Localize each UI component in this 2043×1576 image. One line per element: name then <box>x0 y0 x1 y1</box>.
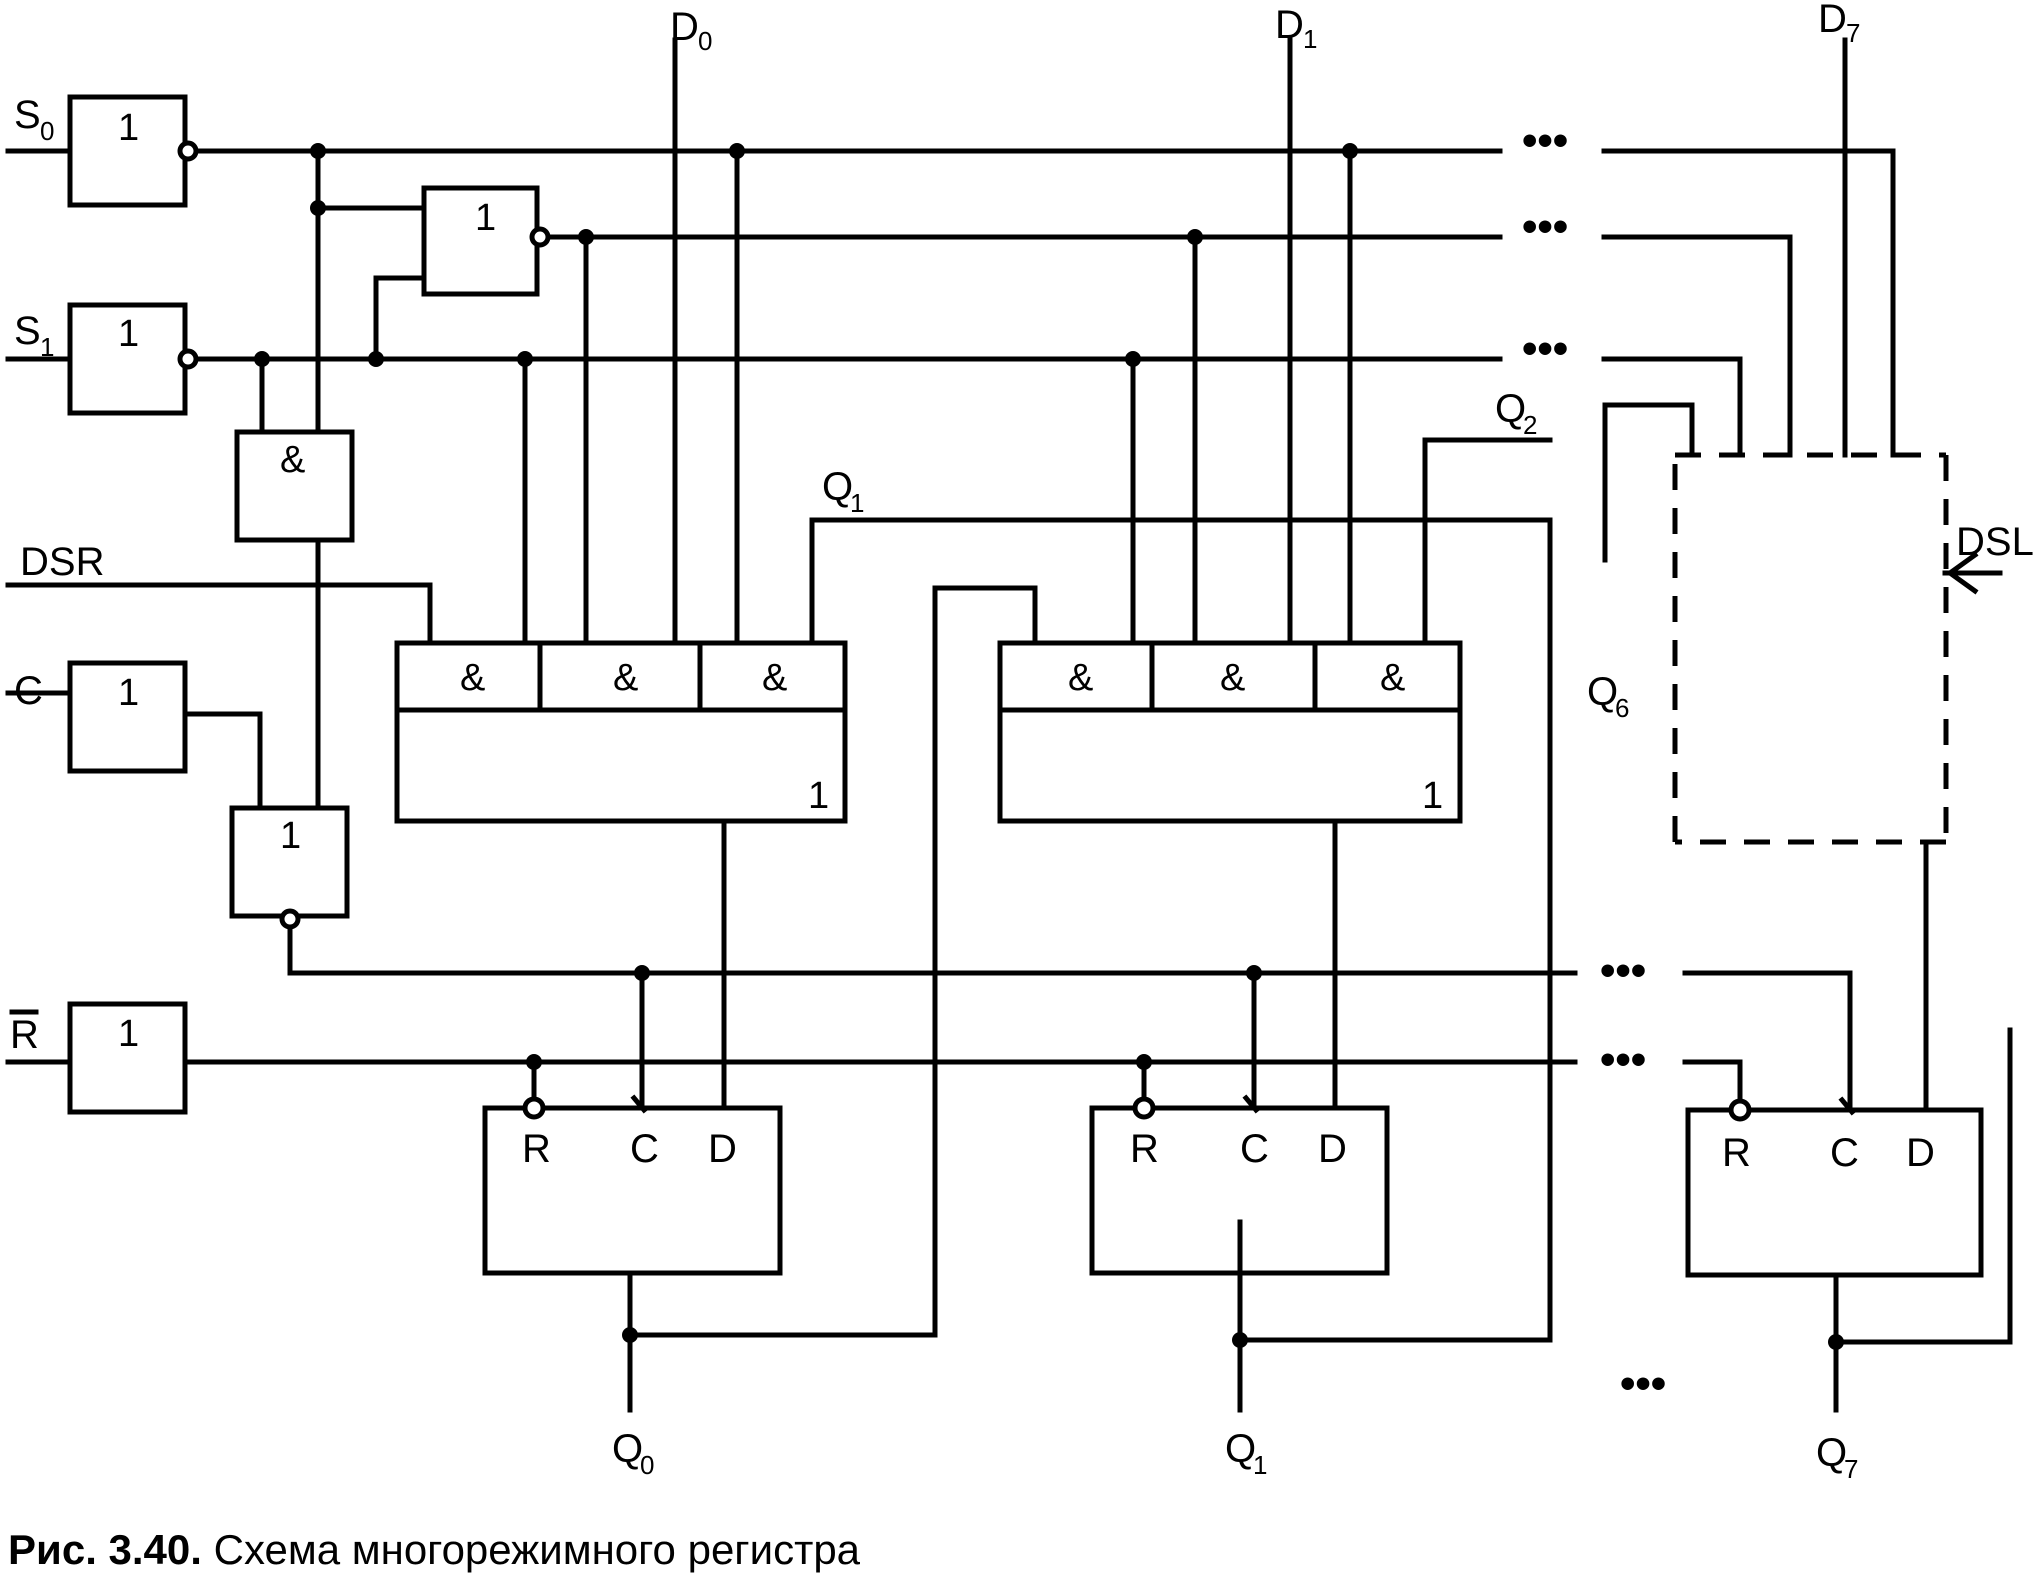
trigger-1-wires <box>1141 818 1338 1413</box>
q1-feedback-label: Q <box>822 465 853 509</box>
mux-1-input-wires <box>627 37 1553 1338</box>
s1-label-sub: 1 <box>40 332 54 362</box>
q7-output-label-sub: 7 <box>1844 1454 1858 1484</box>
s0-inverter: 1 <box>67 94 199 208</box>
svg-text:R: R <box>1130 1127 1159 1171</box>
svg-text:D: D <box>1906 1131 1935 1175</box>
clock-gate: 1 <box>229 805 350 930</box>
svg-text:1: 1 <box>118 1013 139 1055</box>
q7-output-label: Q <box>1816 1431 1847 1475</box>
svg-text:R: R <box>522 1127 551 1171</box>
svg-text:1: 1 <box>1422 775 1443 817</box>
svg-text:1: 1 <box>118 313 139 355</box>
d1-label: D <box>1275 3 1304 47</box>
trigger-0-wires <box>531 818 727 1413</box>
d7-label-sub: 7 <box>1846 18 1860 48</box>
svg-text:&: & <box>280 439 305 481</box>
svg-text:C: C <box>630 1127 659 1171</box>
reset-buffer: 1 <box>67 1001 188 1115</box>
figure-caption: Рис. 3.40. Схема многорежимного регистра <box>8 1526 860 1574</box>
s1-label: S <box>14 309 41 353</box>
q2-feedback-label-sub: 2 <box>1523 410 1537 440</box>
svg-text:&: & <box>613 657 638 699</box>
q1-feedback-label-sub: 1 <box>850 488 864 518</box>
trigger-0: R C D <box>482 1096 783 1276</box>
svg-text:C: C <box>1830 1131 1859 1175</box>
reset-bus <box>182 1059 1743 1103</box>
svg-text:1: 1 <box>280 815 301 857</box>
ellipsis-s0-bus: ••• <box>1522 116 1568 165</box>
svg-text:1: 1 <box>118 672 139 714</box>
block-7-wires <box>1602 37 2003 595</box>
clock-buffer: 1 <box>67 660 188 774</box>
q2-feedback-label: Q <box>1495 387 1526 431</box>
svg-text:1: 1 <box>118 107 139 149</box>
ellipsis-clock-bus: ••• <box>1600 946 1646 995</box>
svg-text:1: 1 <box>808 775 829 817</box>
q6-feedback-label: Q <box>1587 670 1618 714</box>
dsr-label: DSR <box>20 540 104 584</box>
s0-label-sub: 0 <box>40 116 54 146</box>
ellipsis-nor-bus: ••• <box>1522 202 1568 251</box>
control-bus-nor <box>545 234 1793 458</box>
s1-inverter: 1 <box>67 302 199 416</box>
s0-s1-and-gate: & <box>234 429 355 543</box>
trigger-7: R C D <box>1685 1098 1984 1278</box>
svg-text:&: & <box>1220 657 1245 699</box>
figure-number: Рис. 3.40. <box>8 1526 202 1573</box>
mux-block-1: & & & 1 <box>997 640 1463 824</box>
svg-text:D: D <box>1318 1127 1347 1171</box>
control-bus-s1 <box>193 356 1743 458</box>
svg-text:R: R <box>1722 1131 1751 1175</box>
input-wires <box>5 148 433 1065</box>
q1-output-label-sub: 1 <box>1253 1450 1267 1480</box>
ellipsis-outputs: ••• <box>1620 1359 1666 1408</box>
d1-label-sub: 1 <box>1303 24 1317 54</box>
q0-output-label-sub: 0 <box>640 1450 654 1480</box>
q1-output-label: Q <box>1225 1427 1256 1471</box>
d0-label: D <box>670 5 699 49</box>
svg-text:&: & <box>460 657 485 699</box>
svg-text:D: D <box>708 1127 737 1171</box>
ellipsis-reset-bus: ••• <box>1600 1035 1646 1084</box>
svg-text:C: C <box>1240 1127 1269 1171</box>
junction-dots <box>254 143 1844 1350</box>
svg-text:&: & <box>1068 657 1093 699</box>
q6-feedback-label-sub: 6 <box>1615 693 1629 723</box>
s0-label: S <box>14 93 41 137</box>
svg-text:&: & <box>1380 657 1405 699</box>
s0-s1-nor-gate: 1 <box>421 185 551 297</box>
q0-output-label: Q <box>612 1427 643 1471</box>
figure-title: Схема многорежимного регистра <box>213 1526 861 1573</box>
trigger-7-wires <box>1833 842 2013 1413</box>
r-label: R <box>10 1013 39 1057</box>
control-logic-wires <box>182 148 427 811</box>
d0-label-sub: 0 <box>698 26 712 56</box>
ellipsis-s1-bus: ••• <box>1522 324 1568 373</box>
dashed-mux-block-7 <box>1672 452 1949 845</box>
d7-label: D <box>1818 0 1847 41</box>
control-bus-s0 <box>193 148 1896 458</box>
svg-text:1: 1 <box>475 197 496 239</box>
clock-bus <box>287 924 1853 1113</box>
mux-block-0: & & & 1 <box>394 640 848 824</box>
svg-text:&: & <box>762 657 787 699</box>
